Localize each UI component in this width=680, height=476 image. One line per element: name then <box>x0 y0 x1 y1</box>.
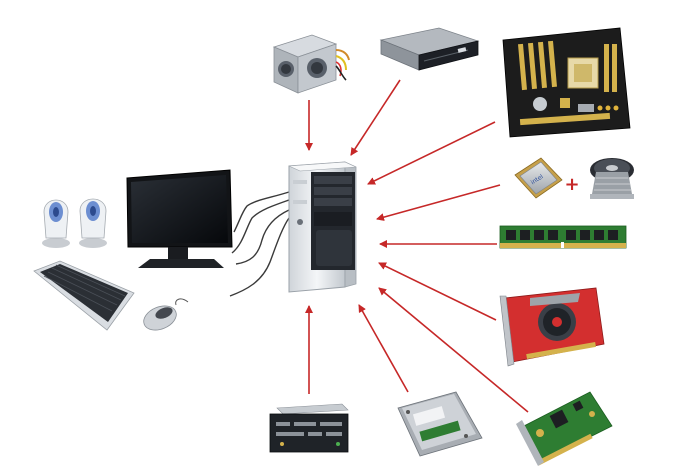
optical-drive-icon <box>379 27 480 71</box>
arrow-sound-card <box>378 287 529 413</box>
arrow-hard-drive <box>358 304 409 393</box>
left-speaker <box>42 199 70 248</box>
plus-sign: + <box>564 174 579 195</box>
arrow-graphics-card <box>378 262 497 321</box>
right-speaker <box>79 198 107 248</box>
cpu-cooler-icon <box>590 158 634 199</box>
graphics-card-icon <box>499 287 605 367</box>
system-unit-icon <box>288 161 357 293</box>
sound-card-icon <box>516 391 613 466</box>
motherboard-icon <box>502 27 631 138</box>
ram-icon <box>499 225 627 249</box>
cables <box>229 191 290 297</box>
keyboard-icon <box>33 260 135 331</box>
monitor-icon <box>126 169 233 268</box>
arrow-motherboard <box>367 121 496 185</box>
power-supply-icon <box>272 34 350 94</box>
card-reader-icon <box>269 403 349 453</box>
mouse-icon <box>143 298 189 331</box>
hard-drive-icon <box>397 391 483 457</box>
arrows <box>305 79 529 413</box>
arrow-cpu <box>376 184 501 221</box>
speakers-icon <box>42 198 107 248</box>
cpu-icon: intel <box>514 157 563 199</box>
arrow-optical-drive <box>350 79 401 156</box>
